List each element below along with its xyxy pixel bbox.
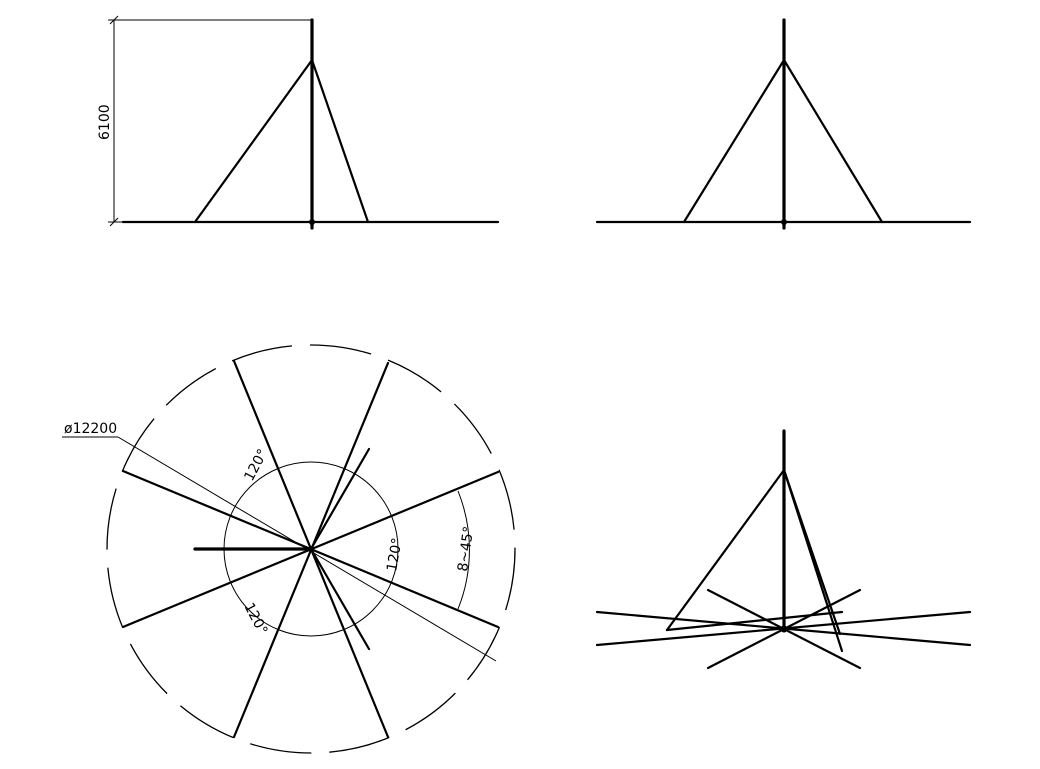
plan-view: ø12200 120° 120° 120° 8~45° <box>62 344 516 754</box>
isometric-view <box>595 429 972 670</box>
angle-label-top: 120° <box>241 447 271 484</box>
center-node <box>308 546 314 552</box>
angle-label-right: 120° <box>384 537 406 573</box>
base-node <box>309 219 315 225</box>
base-spoke-5 <box>665 610 844 632</box>
base-node <box>780 625 788 633</box>
dimension-tick-top <box>109 15 119 25</box>
leg-southeast <box>309 547 371 651</box>
height-dimension-label: 6100 <box>97 104 113 140</box>
tilt-angle-label: 8~45° <box>455 525 477 572</box>
side-elevation-view <box>595 18 972 230</box>
angle-label-bottom: 120° <box>240 600 270 637</box>
leg-right-back <box>782 468 842 636</box>
dimension-tick-bottom <box>109 217 119 227</box>
leg-left <box>665 468 786 632</box>
front-elevation-view: 6100 <box>97 15 500 230</box>
right-leg <box>782 58 884 224</box>
left-leg <box>193 58 314 224</box>
leg-northeast <box>309 447 371 551</box>
diameter-dimension-line <box>117 436 497 662</box>
outer-dashed-circle <box>106 344 516 754</box>
tilt-angle-arc <box>457 490 470 610</box>
right-leg <box>310 58 370 224</box>
base-node <box>781 219 787 225</box>
left-leg <box>682 58 786 224</box>
diameter-label: ø12200 <box>64 421 117 437</box>
